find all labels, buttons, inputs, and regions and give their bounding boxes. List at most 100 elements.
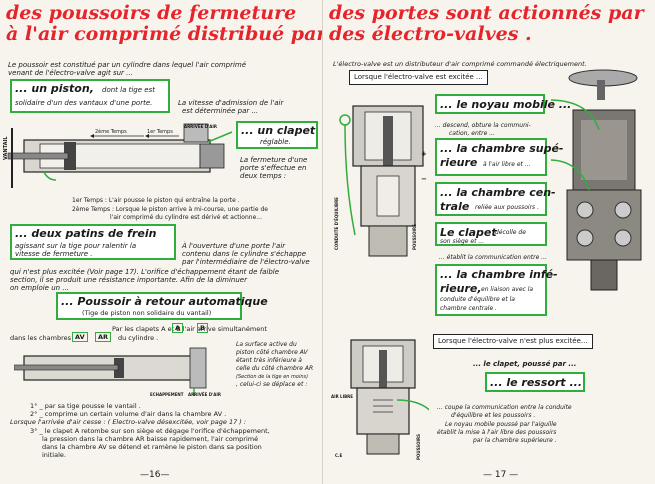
- inf-desc-1: en liaison avec la: [481, 286, 534, 293]
- ev-intro: L'électro-valve est un distributeur d'ai…: [333, 60, 587, 68]
- sup-title-1: ... la chambre supé-: [440, 142, 564, 155]
- inf-desc-2: conduite d'équilibre et la: [440, 296, 515, 303]
- clapet-pousse-line: ... le clapet, poussé par ...: [473, 360, 577, 368]
- excitee-box: Lorsque l'électro-valve est excitée ...: [349, 70, 488, 85]
- conduite-label-top: CONDUITE D'ÉQUILIBRE: [334, 197, 339, 250]
- arrivee-top-label: ARRIVÉE D'AIR: [184, 124, 217, 129]
- surface-line5: (Section de la tige en moins): [236, 374, 309, 380]
- plus-label: +: [421, 150, 427, 158]
- surface-line3: étant très inférieure à: [236, 357, 302, 364]
- echappement-label: ECHAPPEMENT: [150, 392, 184, 397]
- step-2: 2° _ comprime un certain volume d'air da…: [30, 410, 227, 418]
- plus-excitee-box: Lorsque l'électro-valve n'est plus excit…: [433, 334, 593, 349]
- temps2-line-a: 2ème Temps : Lorsque le piston arrive à …: [72, 206, 268, 213]
- valve-photo: [551, 69, 642, 291]
- intro-line1: Le poussoir est constitué par un cylindr…: [8, 61, 247, 69]
- sup-box: ... la chambre supé- rieure à l'air libr…: [435, 138, 564, 176]
- valve-excited-drawing: [339, 105, 424, 257]
- retour-cylinder-drawing: [14, 347, 207, 396]
- noyau-desc-1: ... descend, obture la communi-: [435, 122, 531, 129]
- av-chamber-label: AV: [72, 332, 88, 342]
- sup-desc: à l'air libre et ...: [483, 161, 531, 168]
- air-libre-label: AIR LIBRE: [331, 394, 353, 399]
- ev-clapet-title: Le clapet: [440, 226, 497, 239]
- centrale-title-1: ... la chambre cen-: [440, 186, 556, 199]
- coupe-line2: d'équilibre et les poussoirs .: [451, 412, 536, 419]
- intro-line2: venant de l'électro-valve agit sur ...: [8, 69, 133, 77]
- step-3d: initiale.: [42, 451, 66, 459]
- inf-title-2: rieure,: [440, 282, 482, 295]
- minus-label: −: [421, 175, 427, 183]
- ouverture-line6: on emploie un ...: [10, 284, 69, 292]
- noyau-desc-2: cation, entre ...: [449, 130, 495, 137]
- centrale-box: ... la chambre cen- trale reliée aux pou…: [435, 182, 556, 216]
- inf-box: ... la chambre infé- rieure, en liaison …: [435, 264, 558, 316]
- chambres-text-a: dans les chambres: [10, 334, 71, 342]
- ev-clapet-box: Le clapet décolle de son siège et ...: [435, 222, 547, 246]
- ouverture-line1: À l'ouverture d'une porte l'air: [182, 242, 286, 250]
- ouverture-line3: par l'intermédiaire de l'électro-valve: [182, 258, 310, 266]
- centrale-title-2: trale: [440, 200, 470, 213]
- clapet-box: ... un clapet réglable.: [236, 121, 318, 149]
- step-1: 1° _ par sa tige pousse le vantail .: [30, 402, 141, 410]
- surface-line4: celle du côté chambre AR: [236, 365, 314, 372]
- speed-line1: La vitesse d'admission de l'air: [178, 99, 284, 107]
- vantail-label: VANTAIL: [3, 136, 9, 160]
- clapet-b-label: B: [197, 323, 208, 333]
- step-3b: la pression dans la chambre AR baisse ra…: [42, 435, 259, 443]
- left-page-number: —16—: [140, 470, 170, 480]
- clapets-line: Par les clapets A et B l'air arrive simu…: [112, 325, 267, 333]
- retour-title: ... Poussoir à retour automatique: [61, 295, 268, 308]
- temps1-line: 1er Temps : L'air pousse le piston qui e…: [72, 197, 240, 204]
- coupe-line3: Le noyau mobile poussé par l'aiguille: [445, 421, 557, 428]
- ev-clapet-desc-2: son siège et ...: [440, 238, 485, 245]
- coupe-line1: ... coupe la communication entre la cond…: [437, 404, 572, 411]
- patins-desc-2: vitesse de fermeture .: [15, 250, 93, 258]
- left-page: des poussoirs de fermeture à l'air compr…: [0, 0, 323, 484]
- right-page-number: — 17 —: [483, 470, 519, 480]
- left-title-line2: à l'air comprimé distribué par: [6, 23, 323, 45]
- clapet-title: ... un clapet: [241, 124, 316, 137]
- left-title-line1: des poussoirs de fermeture: [6, 2, 297, 24]
- noyau-title: ... le noyau mobile ...: [440, 98, 572, 111]
- centrale-desc: reliée aux poussoirs .: [475, 204, 539, 211]
- valve-released-drawing: [350, 339, 429, 455]
- fermeture-line3: deux temps :: [240, 172, 287, 180]
- clapet-a-label: A: [172, 323, 184, 333]
- speed-line2: est déterminée par ...: [182, 107, 259, 115]
- arrivee-label: ARRIVÉE D'AIR: [188, 392, 221, 397]
- ev-clapet-desc-1: décolle de: [495, 229, 526, 236]
- step-3a: 3° _ le clapet A retombe sur son siège e…: [30, 427, 270, 435]
- chambres-text-b: du cylindre .: [118, 334, 159, 342]
- ce-label: C.E: [335, 453, 343, 458]
- piston-box: ... un piston, dont la tige est solidair…: [10, 79, 170, 113]
- right-page: des portes sont actionnés par des électr…: [323, 0, 655, 484]
- surface-line1: La surface active du: [236, 341, 297, 348]
- patins-title: ... deux patins de frein: [15, 227, 157, 240]
- ressort-title: ... le ressort ...: [490, 376, 583, 389]
- retour-subtitle: (Tige de piston non solidaire du vantail…: [82, 309, 212, 317]
- coupe-line5: par la chambre supérieure .: [473, 437, 557, 444]
- poussoirs-label-bottom: POUSSOIRS: [416, 433, 421, 460]
- ressort-box: ... le ressort ...: [485, 372, 585, 392]
- noyau-box: ... le noyau mobile ...: [435, 94, 571, 114]
- patins-desc-1: agissant sur la tige pour ralentir la: [15, 242, 137, 250]
- fermeture-line2: porte s'effectue en: [240, 164, 307, 172]
- ouverture-line2: contenu dans le cylindre s'échappe: [182, 250, 307, 258]
- piston-title: ... un piston,: [15, 82, 94, 95]
- poussoirs-label-top: POUSSOIRS: [412, 223, 417, 250]
- cylinder-drawing: [7, 123, 233, 188]
- etablit-line: ... établit la communication entre ...: [439, 254, 547, 261]
- lorsque-line: Lorsque l'arrivée d'air cesse : ( Electr…: [10, 418, 247, 426]
- piston-desc-1: dont la tige est: [102, 86, 155, 94]
- clapet-desc: réglable.: [260, 138, 291, 146]
- fermeture-line1: La fermeture d'une: [240, 156, 308, 164]
- sup-title-2: rieure: [440, 156, 478, 169]
- ar-chamber-label: AR: [95, 332, 112, 342]
- step-3c: dans la chambre AV se détend et ramène l…: [42, 443, 262, 451]
- surface-line2: piston côté chambre AV: [236, 349, 308, 356]
- coupe-line4: établit la mise à l'air libre des pousso…: [437, 429, 557, 436]
- right-title-line1: des portes sont actionnés par: [329, 2, 644, 24]
- inf-desc-3: chambre centrale .: [440, 305, 497, 312]
- right-title-line2: des électro-valves .: [329, 23, 532, 45]
